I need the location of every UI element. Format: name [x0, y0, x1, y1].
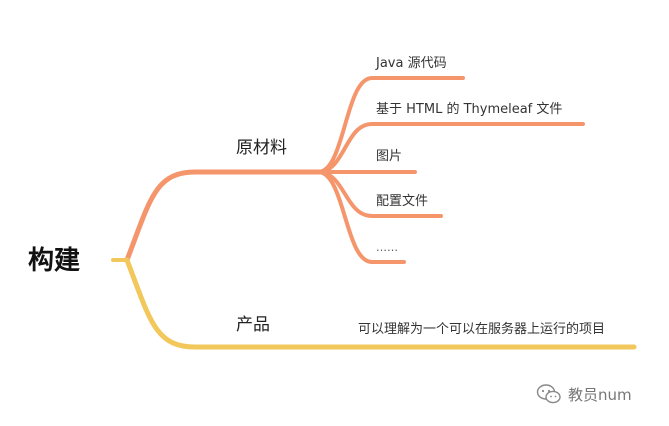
branch-label-product: 产品	[236, 315, 270, 335]
leaf-label-ellipsis: ……	[376, 241, 398, 254]
watermark: 教员num	[536, 383, 632, 405]
root-node-label: 构建	[28, 246, 80, 276]
leaf-edge-ellipsis	[316, 170, 406, 264]
leaf-label-thymeleaf: 基于 HTML 的 Thymeleaf 文件	[376, 101, 562, 117]
branch-edge-product	[124, 257, 637, 350]
leaf-label-product-description: 可以理解为一个可以在服务器上运行的项目	[358, 321, 605, 337]
branch-label-raw-materials: 原材料	[236, 138, 287, 158]
wechat-icon	[536, 384, 561, 404]
leaf-edge-thymeleaf	[316, 122, 585, 174]
leaf-label-java-source: Java 源代码	[375, 56, 447, 71]
leaf-label-images: 图片	[376, 149, 402, 164]
leaf-edge-java-source	[316, 76, 465, 174]
branch-edge-raw-materials	[124, 169, 323, 263]
watermark-text: 教员num	[568, 385, 632, 404]
leaf-label-config: 配置文件	[376, 194, 428, 209]
